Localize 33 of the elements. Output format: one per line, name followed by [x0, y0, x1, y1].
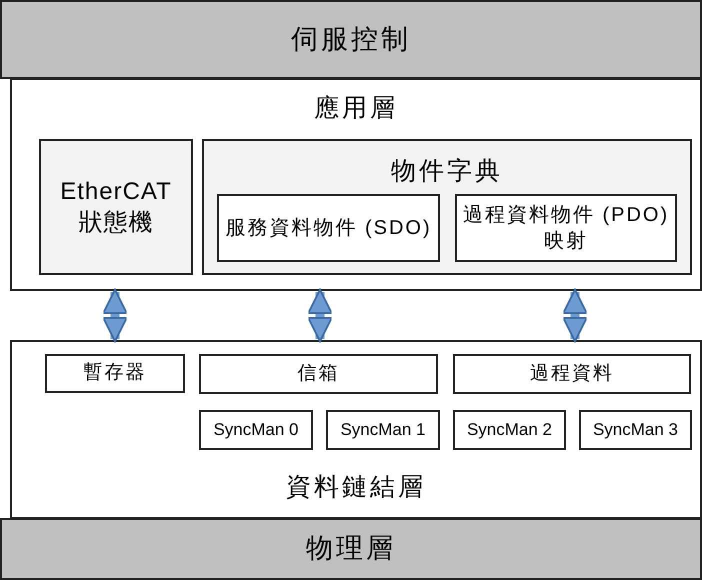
- node-label: 應用層: [313, 93, 399, 124]
- node-label: 物件字典: [390, 156, 504, 187]
- layer-box: [10, 340, 702, 519]
- layer-box: [10, 78, 702, 291]
- node-label: EtherCAT 狀態機: [59, 176, 173, 238]
- node-label: 信箱: [296, 362, 340, 386]
- node-label: 物理層: [305, 532, 397, 566]
- object-box: [455, 194, 677, 262]
- double-arrow: [102, 288, 128, 342]
- node-label: SyncMan 2: [466, 418, 554, 441]
- register-box: [45, 354, 185, 393]
- node-label: SyncMan 1: [339, 418, 427, 441]
- dictionary-box: [202, 139, 692, 275]
- node-label: 服務資料物件 (SDO): [224, 216, 433, 241]
- node-label: 資料鏈結層: [285, 472, 427, 502]
- syncman-box: [579, 410, 692, 450]
- syncman-box: [453, 410, 566, 450]
- syncman-box: [326, 410, 440, 450]
- object-box: [217, 194, 440, 262]
- double-arrow: [307, 288, 333, 342]
- node-label: SyncMan 0: [212, 418, 300, 441]
- node-label: 暫存器: [82, 361, 148, 386]
- node-label: 過程資料: [529, 362, 615, 386]
- mailbox-box: [199, 354, 438, 394]
- process-data-box: [453, 354, 691, 394]
- node-label: SyncMan 3: [592, 418, 680, 441]
- state-machine-box: [39, 139, 193, 275]
- node-label: 過程資料物件 (PDO)映射: [462, 203, 670, 254]
- layer-band: [0, 518, 702, 580]
- double-arrow: [562, 288, 588, 342]
- layer-band: [0, 0, 702, 79]
- node-label: 伺服控制: [290, 22, 412, 56]
- syncman-box: [199, 410, 313, 450]
